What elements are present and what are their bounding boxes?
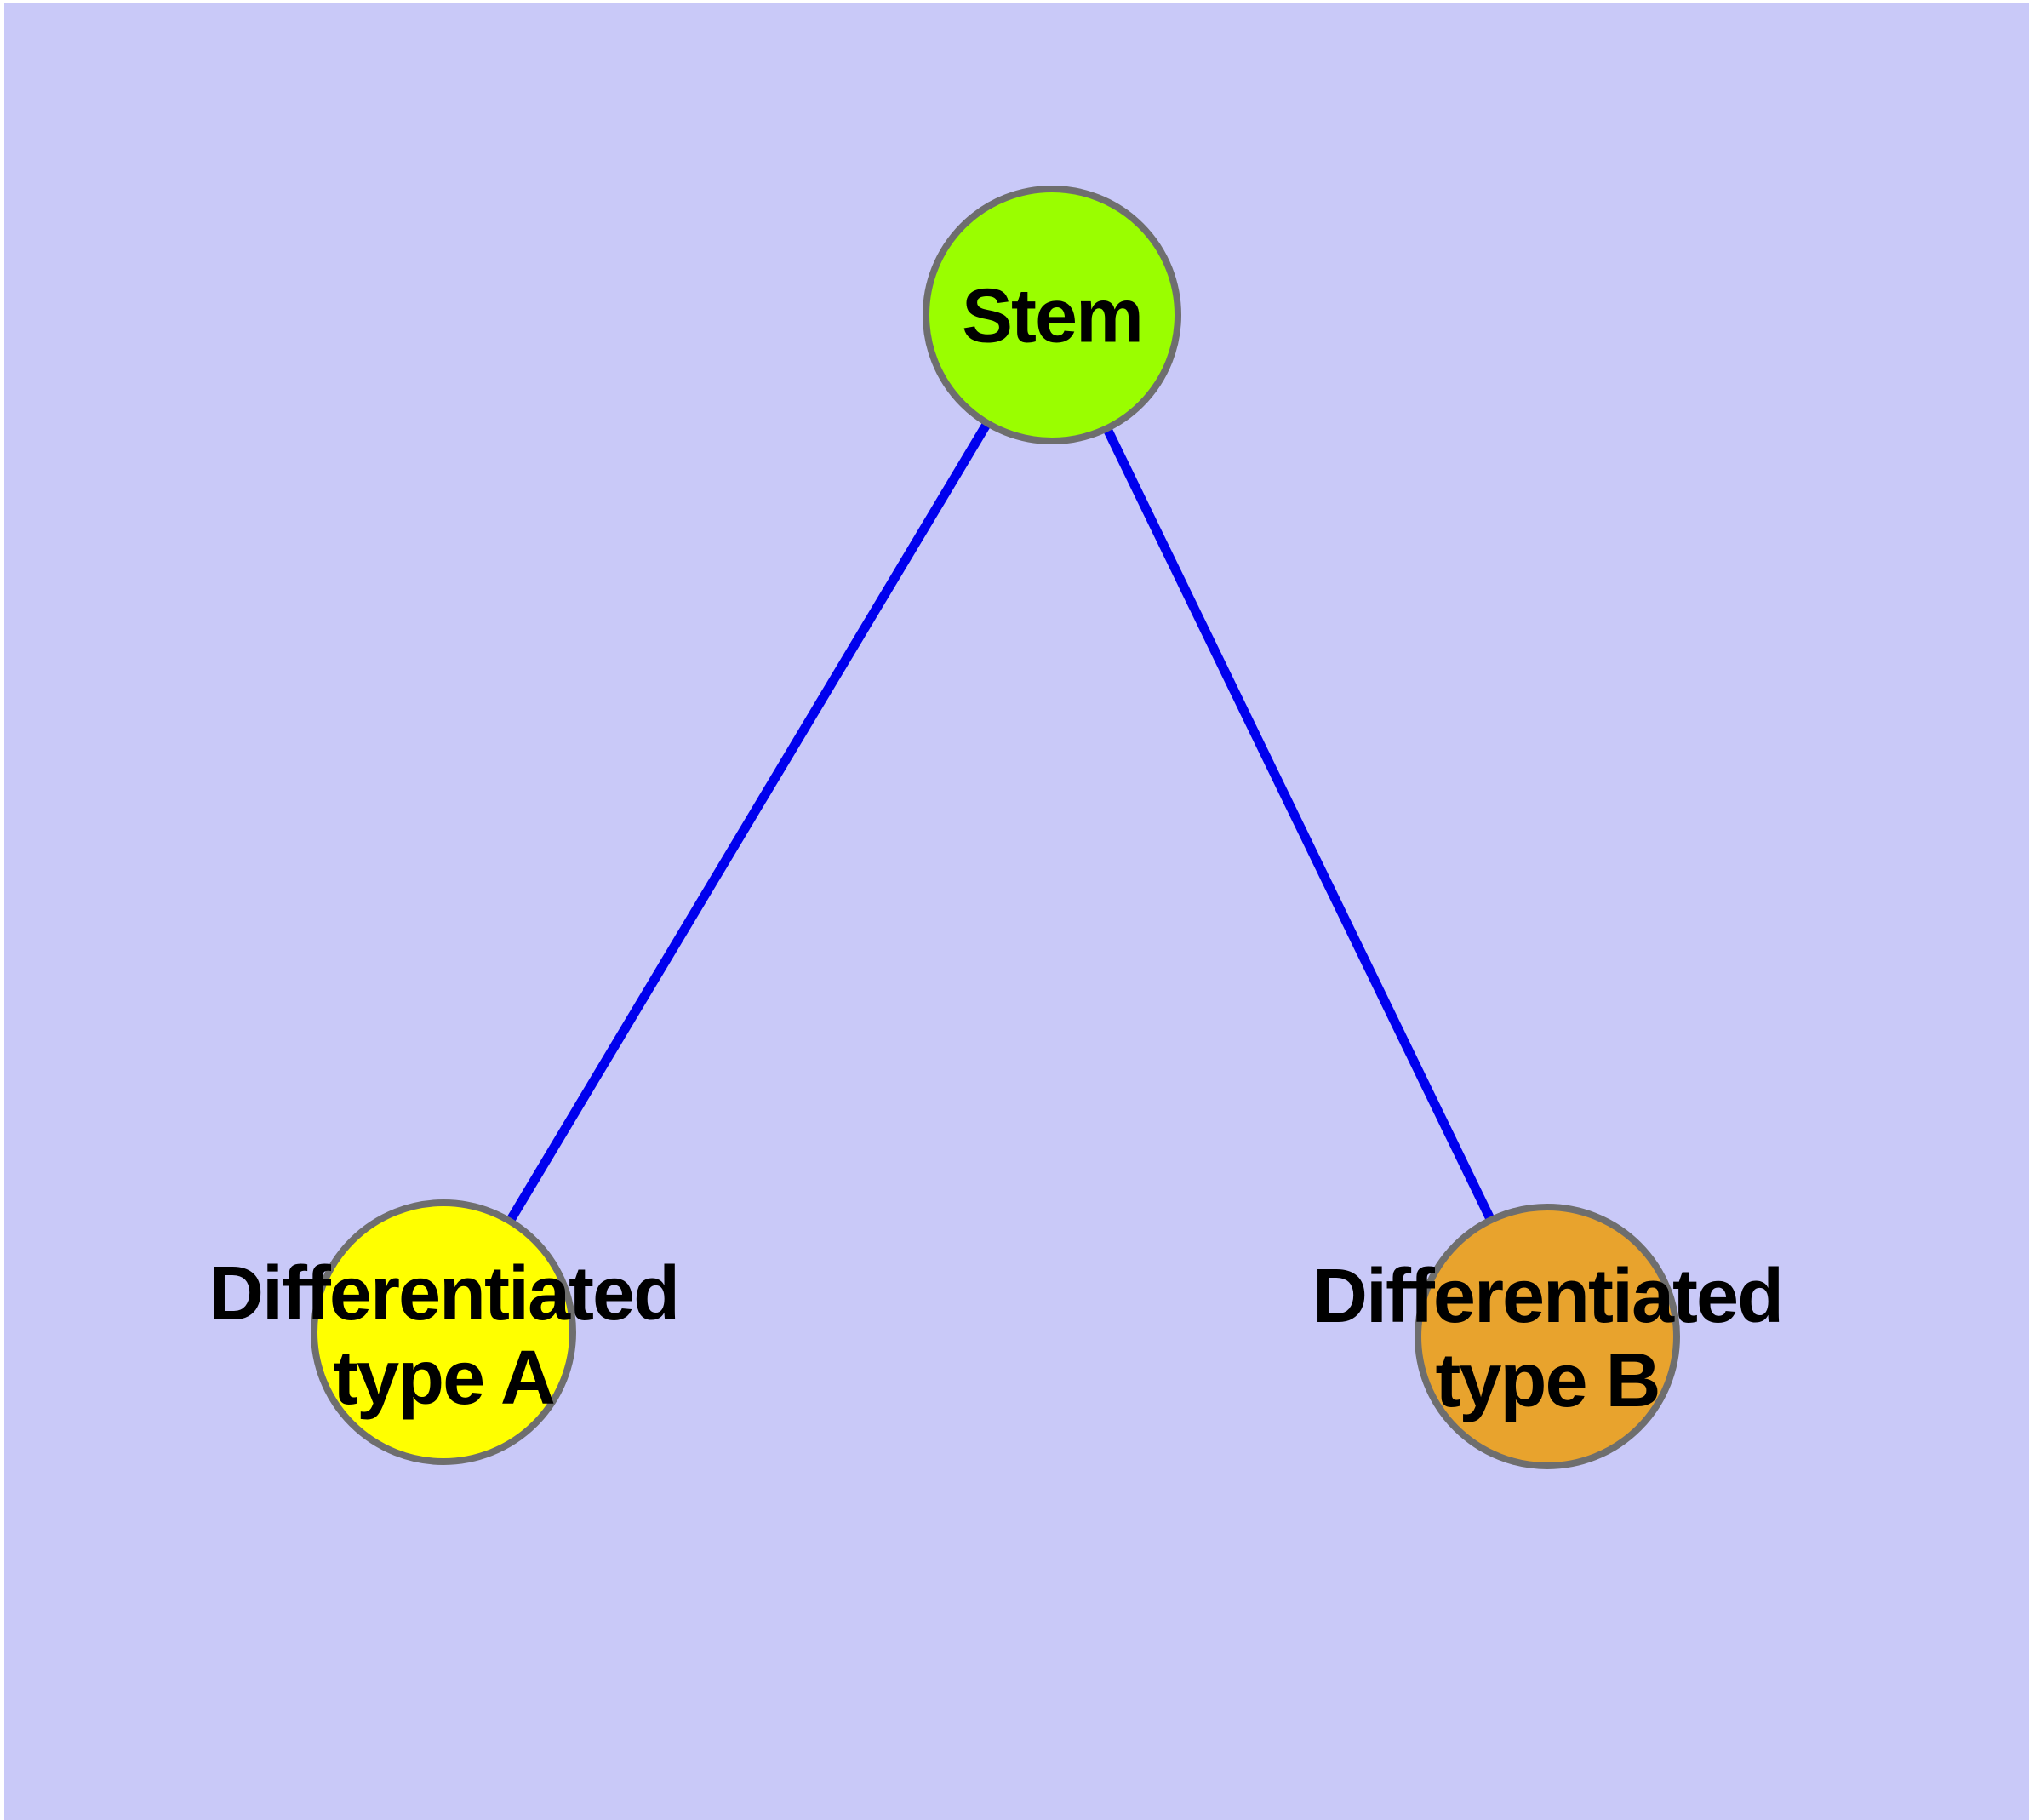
edge-stem-to-type-a — [439, 312, 1056, 1335]
node-type-b-circle — [1415, 1204, 1680, 1469]
edge-stem-to-type-b — [1048, 312, 1552, 1339]
node-stem-circle — [923, 186, 1181, 444]
node-type-a-circle — [311, 1199, 576, 1465]
